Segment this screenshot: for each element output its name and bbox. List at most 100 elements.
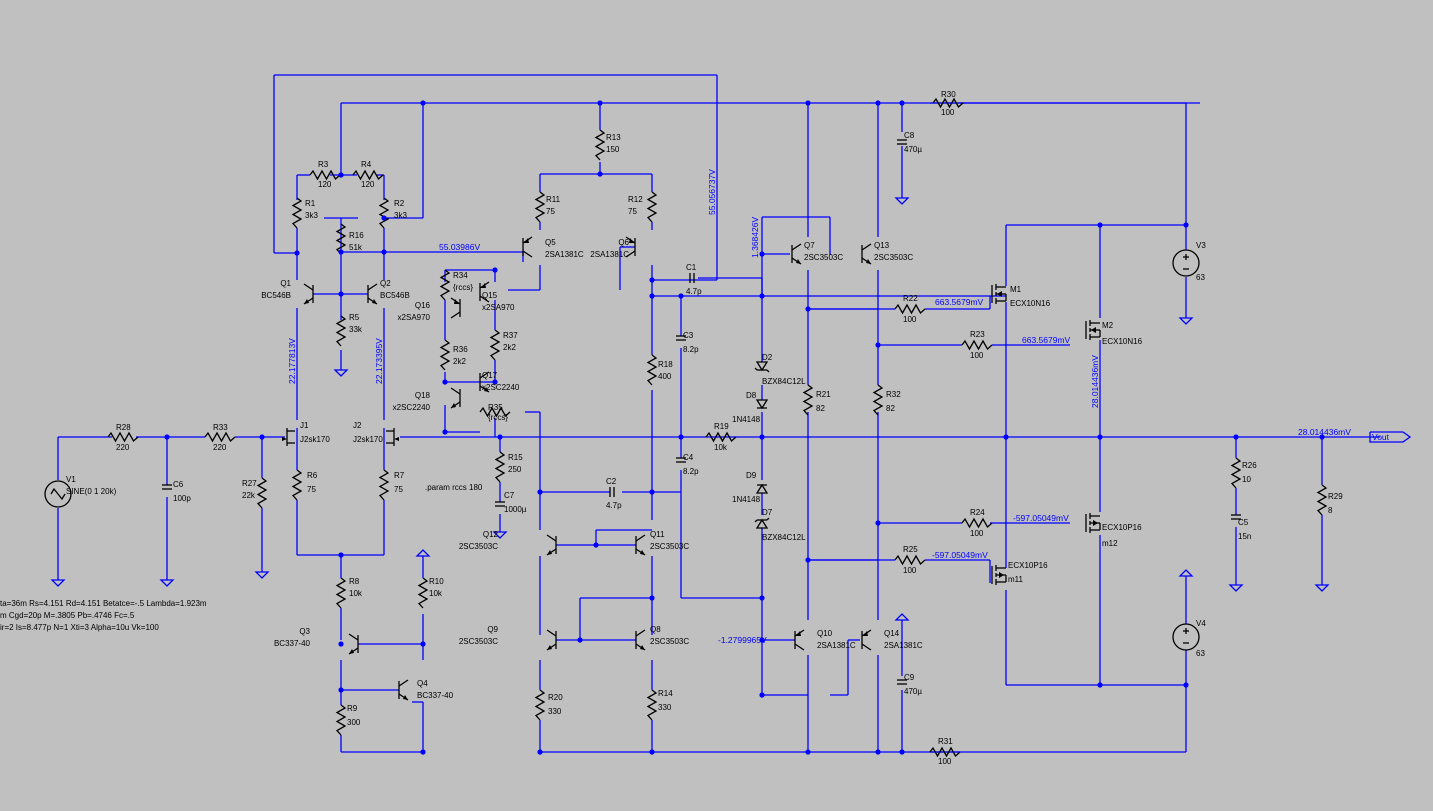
r13-resistor[interactable] <box>594 129 606 161</box>
q10-transistor[interactable] <box>794 629 805 651</box>
q1-transistor[interactable] <box>303 283 314 305</box>
q3-transistor[interactable] <box>348 633 359 655</box>
supply-symbol <box>415 549 431 557</box>
junction-dot <box>1319 434 1325 440</box>
junction-dot <box>649 277 655 283</box>
r15-resistor[interactable] <box>494 451 506 483</box>
component-name: R7 <box>394 471 405 480</box>
r37-resistor[interactable] <box>489 329 501 361</box>
component-name: M2 <box>1102 321 1114 330</box>
vout-port[interactable] <box>1369 431 1412 443</box>
r19-resistor[interactable] <box>705 431 737 443</box>
component-value: 82 <box>886 404 895 413</box>
ground-symbol <box>333 369 349 377</box>
component-value: 3k3 <box>305 211 318 220</box>
component-value: 2SA1381C <box>590 250 629 259</box>
component-name: C8 <box>904 131 915 140</box>
q2-transistor[interactable] <box>367 283 378 305</box>
r9-resistor[interactable] <box>335 704 347 736</box>
r2-resistor[interactable] <box>378 197 390 229</box>
r10-resistor[interactable] <box>417 577 429 609</box>
c3-capacitor[interactable] <box>676 335 686 341</box>
r24-resistor[interactable] <box>961 517 993 529</box>
d9-diode[interactable] <box>755 483 769 494</box>
c5-capacitor[interactable] <box>1231 514 1241 520</box>
d7-diode[interactable] <box>754 517 770 529</box>
d2-diode[interactable] <box>754 361 770 373</box>
c8-capacitor[interactable] <box>897 139 907 145</box>
r26-resistor[interactable] <box>1230 457 1242 489</box>
r4-resistor[interactable] <box>352 169 384 181</box>
component-value: 120 <box>361 180 375 189</box>
r29-resistor[interactable] <box>1316 484 1328 516</box>
r35-resistor[interactable] <box>479 406 511 418</box>
c4-capacitor[interactable] <box>676 457 686 463</box>
q8-transistor[interactable] <box>635 629 646 651</box>
q18-transistor[interactable] <box>450 387 461 409</box>
r28-resistor[interactable] <box>107 431 139 443</box>
r25-resistor[interactable] <box>894 554 926 566</box>
q12-transistor[interactable] <box>546 534 557 556</box>
component-name: R20 <box>548 693 563 702</box>
junction-dot <box>1183 682 1189 688</box>
q7-transistor[interactable] <box>791 243 802 265</box>
r11-resistor[interactable] <box>534 191 546 223</box>
component-name: J1 <box>300 421 309 430</box>
junction-dot <box>492 379 498 385</box>
j2-jfet[interactable] <box>386 428 399 446</box>
r5-resistor[interactable] <box>335 315 347 347</box>
r7-resistor[interactable] <box>378 469 390 501</box>
q16-transistor[interactable] <box>450 297 461 319</box>
q5-transistor[interactable] <box>522 236 533 258</box>
r14-resistor[interactable] <box>646 689 658 721</box>
component-name: R25 <box>903 545 918 554</box>
c6-capacitor[interactable] <box>162 484 172 490</box>
r34-resistor[interactable] <box>439 269 451 301</box>
m12-mosfet[interactable] <box>1085 513 1101 533</box>
r6-resistor[interactable] <box>291 469 303 501</box>
q9-transistor[interactable] <box>546 629 557 651</box>
component-name: R22 <box>903 294 918 303</box>
r20-resistor[interactable] <box>534 689 546 721</box>
v4-voltage-source[interactable] <box>1172 623 1200 651</box>
component-name: R32 <box>886 390 901 399</box>
v3-voltage-source[interactable] <box>1172 249 1200 277</box>
r31-resistor[interactable] <box>929 746 961 758</box>
junction-dot <box>577 637 583 643</box>
r33-resistor[interactable] <box>204 431 236 443</box>
r3-resistor[interactable] <box>309 169 341 181</box>
q6-transistor[interactable] <box>625 236 636 258</box>
c2-capacitor[interactable] <box>609 487 615 497</box>
q15-transistor[interactable] <box>479 281 490 303</box>
junction-dot <box>338 249 344 255</box>
m11-mosfet[interactable] <box>991 565 1007 585</box>
r21-resistor[interactable] <box>802 384 814 416</box>
q13-transistor[interactable] <box>861 243 872 265</box>
r36-resistor[interactable] <box>439 339 451 371</box>
r23-resistor[interactable] <box>961 339 993 351</box>
model-directive: m Cgd=20p M=.3805 Pb=.4746 Fc=.5 <box>0 611 135 620</box>
r32-resistor[interactable] <box>872 384 884 416</box>
r18-resistor[interactable] <box>646 354 658 386</box>
d8-diode[interactable] <box>755 399 769 410</box>
r12-resistor[interactable] <box>646 191 658 223</box>
r30-resistor[interactable] <box>932 97 964 109</box>
r27-resistor[interactable] <box>256 477 268 509</box>
j1-jfet[interactable] <box>282 428 295 446</box>
q4-transistor[interactable] <box>398 679 409 701</box>
component-value: J2sk170 <box>300 435 330 444</box>
r16-resistor[interactable] <box>335 223 347 255</box>
c7-capacitor[interactable] <box>495 501 505 507</box>
c1-capacitor[interactable] <box>689 273 695 283</box>
m1-mosfet[interactable] <box>991 284 1007 304</box>
q14-transistor[interactable] <box>861 629 872 651</box>
q17-transistor[interactable] <box>479 371 490 393</box>
r22-resistor[interactable] <box>894 303 926 315</box>
r1-resistor[interactable] <box>291 197 303 229</box>
q11-transistor[interactable] <box>635 534 646 556</box>
c9-capacitor[interactable] <box>897 679 907 685</box>
m2-mosfet[interactable] <box>1085 320 1101 340</box>
v1-voltage-source[interactable] <box>44 480 72 508</box>
r8-resistor[interactable] <box>335 577 347 609</box>
